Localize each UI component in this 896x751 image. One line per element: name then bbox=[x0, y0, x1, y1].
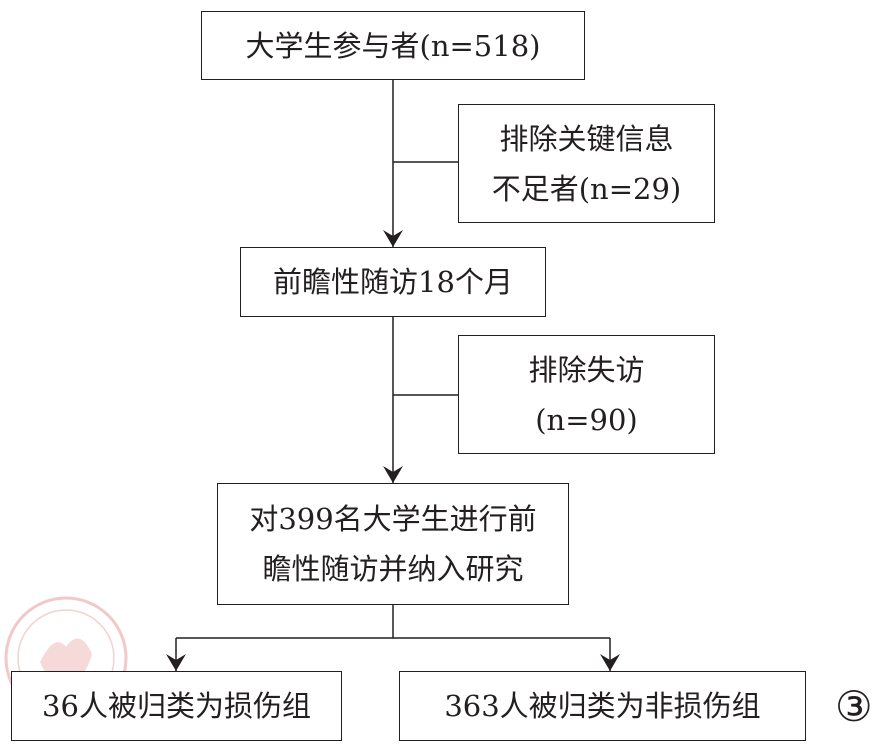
non-injury-group-box: 363人被归类为非损伤组 bbox=[399, 671, 806, 741]
start-label: 大学生参与者(n=518) bbox=[245, 28, 541, 63]
exclusion-1-line-2: 不足者(n=29) bbox=[491, 171, 682, 206]
exclusion-box-1: 排除关键信息 不足者(n=29) bbox=[458, 104, 715, 223]
exclusion-2-line-2: (n=90) bbox=[535, 402, 638, 437]
enrolled-box: 对399名大学生进行前 瞻性随访并纳入研究 bbox=[217, 483, 569, 605]
injury-group-box: 36人被归类为损伤组 bbox=[11, 671, 342, 741]
arrow-head-followup bbox=[383, 230, 403, 247]
start-box: 大学生参与者(n=518) bbox=[201, 11, 585, 80]
exclusion-2-line-1: 排除失访 bbox=[528, 352, 645, 387]
exclusion-box-2: 排除失访 (n=90) bbox=[458, 335, 715, 454]
enrolled-line-2: 瞻性随访并纳入研究 bbox=[262, 552, 524, 586]
arrow-head-enrolled bbox=[383, 466, 403, 483]
arrow-head-injury bbox=[166, 654, 186, 671]
enrolled-line-1: 对399名大学生进行前 bbox=[249, 502, 537, 536]
exclusion-1-line-1: 排除关键信息 bbox=[499, 121, 674, 156]
followup-box: 前瞻性随访18个月 bbox=[240, 247, 546, 317]
arrow-head-non-injury bbox=[600, 654, 620, 671]
injury-group-label: 36人被归类为损伤组 bbox=[42, 689, 311, 723]
followup-label: 前瞻性随访18个月 bbox=[273, 265, 513, 299]
panel-label: ③ bbox=[835, 682, 873, 731]
non-injury-group-label: 363人被归类为非损伤组 bbox=[444, 689, 761, 723]
